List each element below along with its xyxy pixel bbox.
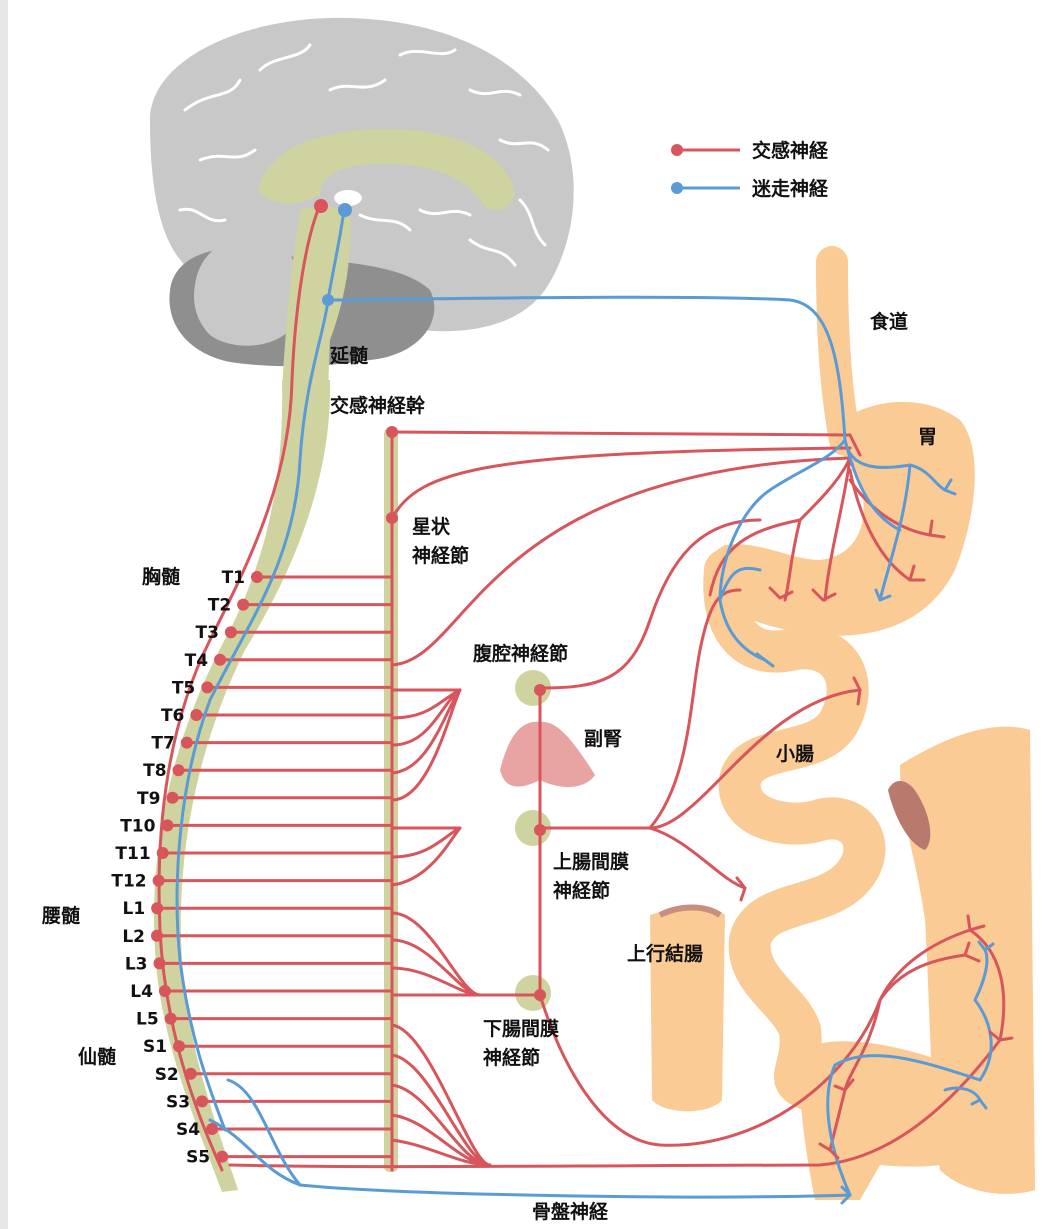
segment-label-t6: T6 [161,706,184,726]
segment-dot-l3 [154,957,166,969]
ima-dot [534,989,546,1001]
segment-label-s4: S4 [176,1120,200,1140]
segment-dot-l2 [151,930,163,942]
segment-dot-t7 [181,737,193,749]
segment-dot-t8 [173,764,185,776]
segment-dot-l4 [159,985,171,997]
legend-vagus-dot [671,182,683,194]
ganglia [500,670,595,1011]
segment-label-t12: T12 [111,872,146,892]
segment-dot-l1 [151,902,163,914]
segment-dot-s3 [196,1095,208,1107]
fan-ima [392,913,480,995]
label-sacral: 仙髄 [78,1045,116,1068]
segment-dot-l5 [165,1013,177,1025]
segment-dot-t2 [237,599,249,611]
spinal-cord [154,380,330,1192]
segment-label-l3: L3 [125,954,148,974]
segment-dot-s4 [206,1123,218,1135]
fan-celiac [392,690,460,800]
segment-dot-t11 [157,847,169,859]
segment-dot-s5 [216,1151,228,1163]
label-ascending-colon: 上行結腸 [627,942,703,965]
ventricle-spot [334,190,362,206]
segment-dot-s2 [185,1068,197,1080]
ascending-colon [650,908,725,1112]
segment-dot-t6 [190,709,202,721]
legend-vagus-label: 迷走神経 [751,177,829,200]
segment-label-s2: S2 [155,1065,179,1085]
segment-label-l2: L2 [122,927,145,947]
vagus-medulla-dot [322,294,334,306]
label-ima-1: 下腸間膜 [483,1017,559,1040]
label-stellate-2: 神経節 [412,544,469,567]
label-sma-1: 上腸間膜 [553,850,629,873]
segment-label-t8: T8 [143,761,166,781]
segment-dot-t10 [161,819,173,831]
brain [150,18,574,390]
sympathetic-origin-dot [314,199,328,213]
trunk-top-dot [386,426,398,438]
legend: 交感神経 迷走神経 [671,139,829,200]
label-thoracic: 胸髄 [142,565,180,588]
segment-label-t10: T10 [120,816,155,836]
segment-label-t1: T1 [222,568,245,588]
segment-label-t4: T4 [185,651,209,671]
segment-label-t5: T5 [172,678,195,698]
segment-label-l5: L5 [136,1010,159,1030]
celiac-dot [534,684,546,696]
label-adrenal: 副腎 [584,728,622,750]
label-esophagus: 食道 [870,310,908,333]
label-celiac-ganglion: 腹腔神経節 [472,642,568,665]
segment-dot-t5 [201,681,213,693]
segment-label-t3: T3 [195,623,218,643]
segment-label-t2: T2 [208,596,231,616]
segment-label-l1: L1 [122,899,145,919]
label-stellate-1: 星状 [412,515,451,538]
segment-dot-t9 [166,792,178,804]
stellate-dot [386,512,398,524]
label-pelvic-nerve: 骨盤神経 [532,1200,609,1223]
segment-dot-s1 [173,1040,185,1052]
fan-sma [392,828,460,885]
segment-label-l4: L4 [130,982,153,1002]
adrenal-gland [500,722,595,787]
legend-sympathetic-label: 交感神経 [752,139,829,162]
label-stomach: 胃 [918,426,937,448]
legend-sympathetic-dot [671,144,683,156]
label-sma-2: 神経節 [553,879,610,902]
segment-dot-t12 [153,875,165,887]
fan-pelvic [392,1025,490,1165]
label-small-intestine: 小腸 [776,743,814,765]
vagus-origin-dot [338,203,352,217]
segment-dot-t1 [251,571,263,583]
segment-label-t11: T11 [115,844,150,864]
segment-dot-t3 [225,626,237,638]
label-medulla: 延髄 [329,344,368,367]
sma-dot [534,824,546,836]
segment-label-t9: T9 [137,789,160,809]
segment-label-t7: T7 [151,734,174,754]
label-ima-2: 神経節 [483,1046,540,1069]
segment-dot-t4 [214,654,226,666]
label-lumbar: 腰髄 [41,904,80,927]
segment-label-s5: S5 [186,1148,210,1168]
segment-label-s1: S1 [143,1037,167,1057]
label-sympathetic-trunk: 交感神経幹 [330,394,426,417]
segment-label-s3: S3 [166,1092,190,1112]
